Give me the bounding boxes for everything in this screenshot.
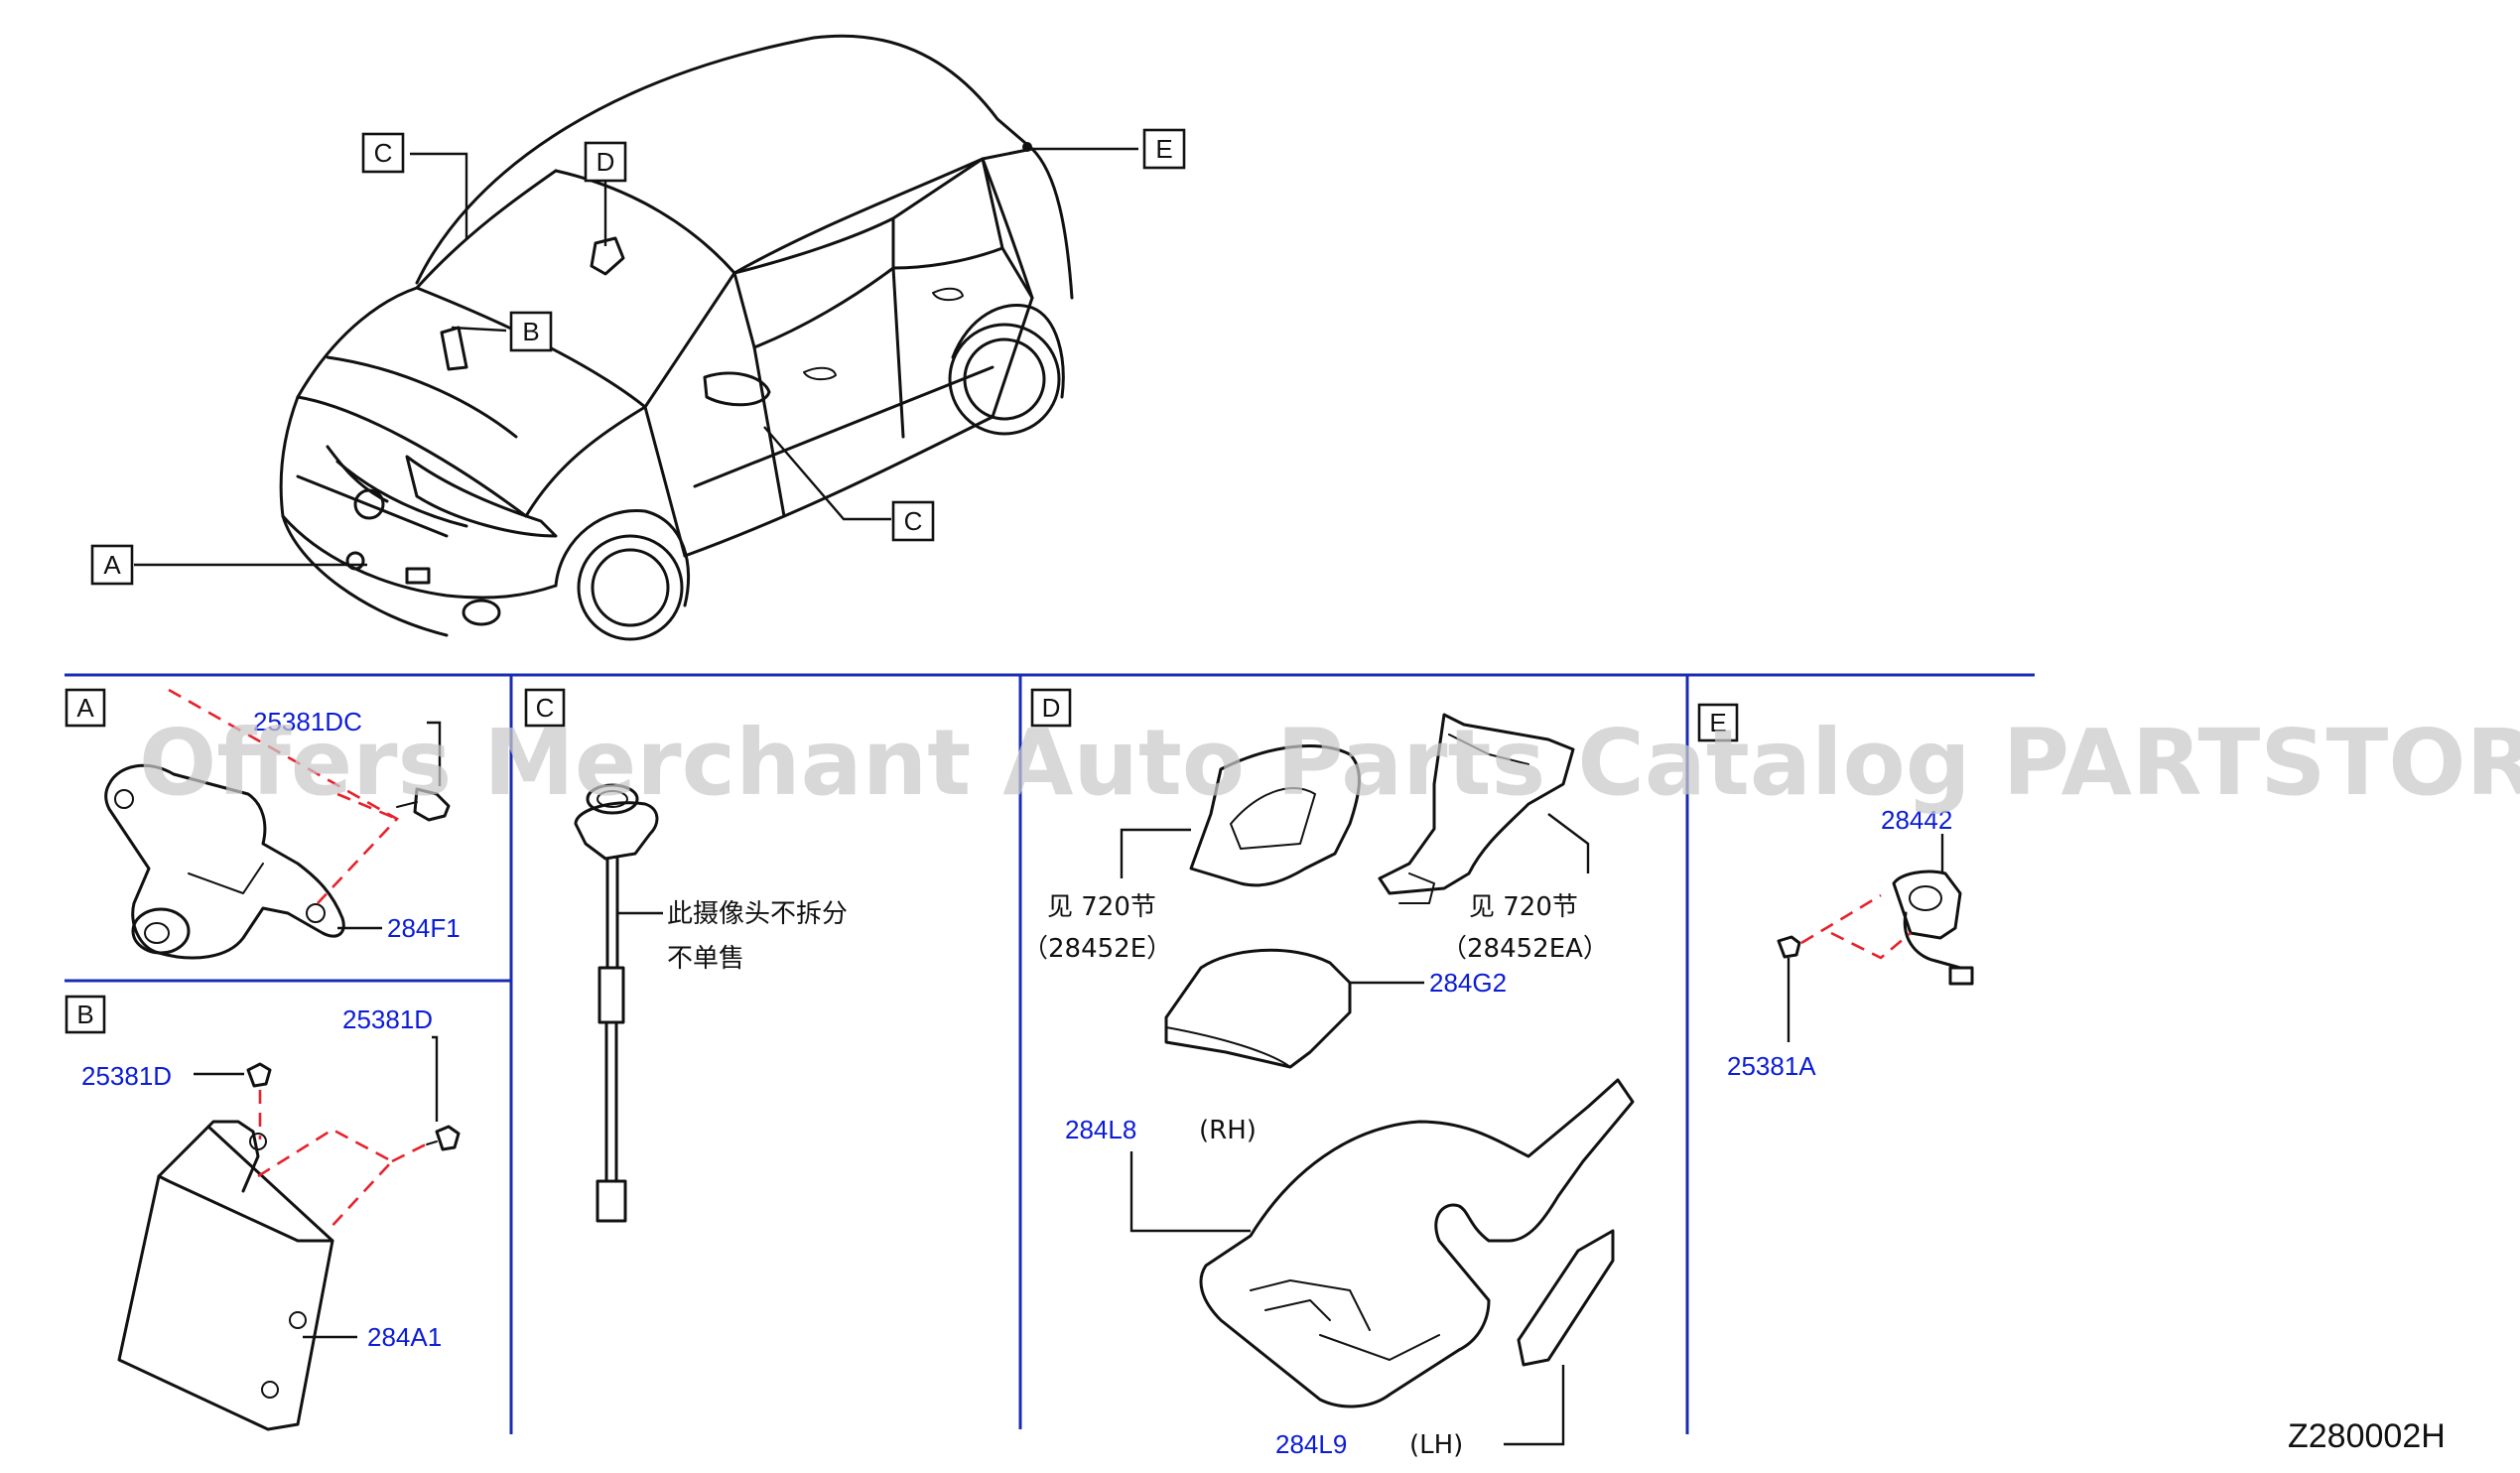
section-b: B 25381D 25381D 284A1: [65, 995, 461, 1431]
vehicle-callout-b: B: [509, 311, 553, 352]
svg-text:D: D: [1042, 693, 1061, 723]
svg-text:C: C: [536, 693, 555, 723]
part-label-25381d-left[interactable]: 25381D: [81, 1061, 172, 1091]
camera-note-line2: 不单售: [667, 944, 744, 974]
vehicle-illustration: [279, 34, 1074, 641]
ref-28452e-line1: 见 720节: [1047, 892, 1156, 922]
section-c: C 此摄像头不拆分 不单售: [524, 688, 848, 1223]
part-label-25381a[interactable]: 25381A: [1727, 1051, 1816, 1081]
part-label-25381d-right[interactable]: 25381D: [342, 1004, 433, 1034]
section-dividers: [65, 673, 2035, 1434]
camera-note-line1: 此摄像头不拆分: [667, 899, 848, 929]
rh-label: (RH): [1199, 1116, 1257, 1145]
svg-text:A: A: [103, 550, 121, 580]
svg-text:B: B: [76, 1000, 93, 1029]
part-label-25381dc[interactable]: 25381DC: [253, 707, 362, 736]
vehicle-callout-a: A: [90, 544, 134, 586]
svg-text:D: D: [597, 147, 615, 177]
part-label-284l9[interactable]: 284L9: [1275, 1429, 1347, 1459]
svg-text:C: C: [904, 506, 923, 536]
vehicle-callout-e: E: [1142, 128, 1186, 170]
diagram-code: Z280002H: [2288, 1417, 2446, 1455]
vehicle-callout-d: D: [584, 141, 627, 183]
ref-28452ea-line2: （28452EA）: [1441, 934, 1609, 964]
section-e: E 28442 25381A: [1697, 703, 1974, 1081]
svg-text:E: E: [1709, 708, 1726, 737]
section-d: D 见 720节 （28452E） 见 720节 （28452EA） 284G2…: [1022, 688, 1635, 1460]
part-label-284l8[interactable]: 284L8: [1065, 1115, 1136, 1144]
section-a: A 25381DC 284F1: [65, 688, 461, 960]
part-label-28442[interactable]: 28442: [1881, 805, 1952, 835]
part-label-284g2[interactable]: 284G2: [1429, 968, 1507, 998]
ref-28452ea-line1: 见 720节: [1469, 892, 1578, 922]
lh-label: (LH): [1409, 1430, 1463, 1460]
svg-text:A: A: [76, 693, 94, 723]
svg-text:B: B: [522, 317, 539, 346]
ref-28452e-line2: （28452E）: [1022, 934, 1172, 964]
svg-text:C: C: [374, 138, 393, 168]
vehicle-callout-leaders: [134, 147, 1138, 567]
svg-text:E: E: [1155, 134, 1172, 164]
vehicle-callout-c-side: C: [891, 500, 935, 542]
watermark-text: Offers Merchant Auto Parts Catalog PARTS…: [139, 710, 2520, 816]
part-label-284a1[interactable]: 284A1: [367, 1322, 442, 1352]
vehicle-callout-c-top: C: [361, 132, 405, 174]
part-label-284f1[interactable]: 284F1: [387, 913, 461, 943]
